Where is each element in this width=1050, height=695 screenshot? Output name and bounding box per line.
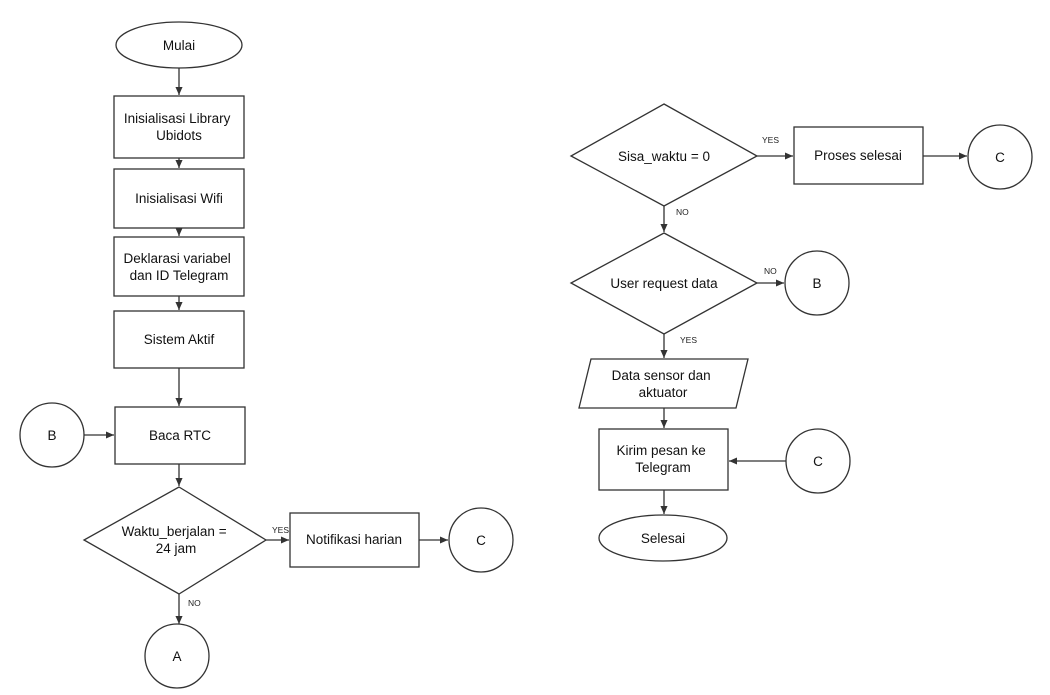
mulai-label: Mulai xyxy=(163,38,195,53)
inisialisasi-wifi-label: Inisialisasi Wifi xyxy=(135,191,223,206)
connector-c-right-top-label: C xyxy=(995,150,1005,165)
sistem-aktif-label: Sistem Aktif xyxy=(144,332,215,347)
node-notifikasi-harian: Notifikasi harian xyxy=(289,512,420,568)
connector-c-left-label: C xyxy=(476,533,486,548)
node-selesai: Selesai xyxy=(598,514,728,562)
user-request-label: User request data xyxy=(610,276,718,291)
connector-b-right-label: B xyxy=(812,276,821,291)
edges-left xyxy=(84,68,448,624)
connector-b-left: B xyxy=(19,402,85,468)
proses-selesai-label: Proses selesai xyxy=(814,148,902,163)
baca-rtc-label: Baca RTC xyxy=(149,428,211,443)
node-kirim-pesan: Kirim pesan ke Telegram xyxy=(598,428,729,491)
deklarasi-variabel-label: Deklarasi variabel dan ID Telegram xyxy=(123,251,234,283)
node-mulai: Mulai xyxy=(115,21,243,69)
decision-sisa-waktu: Sisa_waktu = 0 xyxy=(569,103,759,207)
connector-c-right-bottom-label: C xyxy=(813,454,823,469)
connector-c-right-top: C xyxy=(967,124,1033,190)
waktu-yes-label: YES xyxy=(272,525,289,535)
user-yes-label: YES xyxy=(680,335,697,345)
kirim-pesan-label: Kirim pesan ke Telegram xyxy=(616,443,709,475)
edges-right xyxy=(660,152,967,514)
node-inisialisasi-library: Inisialisasi Library Ubidots xyxy=(113,95,245,159)
node-deklarasi-variabel: Deklarasi variabel dan ID Telegram xyxy=(113,236,245,297)
connector-b-left-label: B xyxy=(47,428,56,443)
waktu-no-label: NO xyxy=(188,598,201,608)
node-inisialisasi-wifi: Inisialisasi Wifi xyxy=(113,168,245,229)
user-no-label: NO xyxy=(764,266,777,276)
inisialisasi-library-label: Inisialisasi Library Ubidots xyxy=(124,111,234,143)
connector-c-left: C xyxy=(448,507,514,573)
node-proses-selesai: Proses selesai xyxy=(793,126,924,185)
connector-c-right-bottom: C xyxy=(785,428,851,494)
connector-a-left: A xyxy=(144,623,210,689)
selesai-label: Selesai xyxy=(641,531,685,546)
notifikasi-harian-label: Notifikasi harian xyxy=(306,532,402,547)
waktu-berjalan-label: Waktu_berjalan = 24 jam xyxy=(122,524,231,556)
sisa-yes-label: YES xyxy=(762,135,779,145)
data-sensor-label: Data sensor dan aktuator xyxy=(612,368,715,400)
node-data-sensor: Data sensor dan aktuator xyxy=(578,358,749,409)
connector-b-right: B xyxy=(784,250,850,316)
node-baca-rtc: Baca RTC xyxy=(114,406,246,465)
decision-waktu-berjalan: Waktu_berjalan = 24 jam xyxy=(82,486,268,595)
sisa-no-label: NO xyxy=(676,207,689,217)
decision-user-request: User request data xyxy=(569,232,759,335)
sisa-waktu-label: Sisa_waktu = 0 xyxy=(618,149,710,164)
node-sistem-aktif: Sistem Aktif xyxy=(113,310,245,369)
connector-a-left-label: A xyxy=(172,649,181,664)
